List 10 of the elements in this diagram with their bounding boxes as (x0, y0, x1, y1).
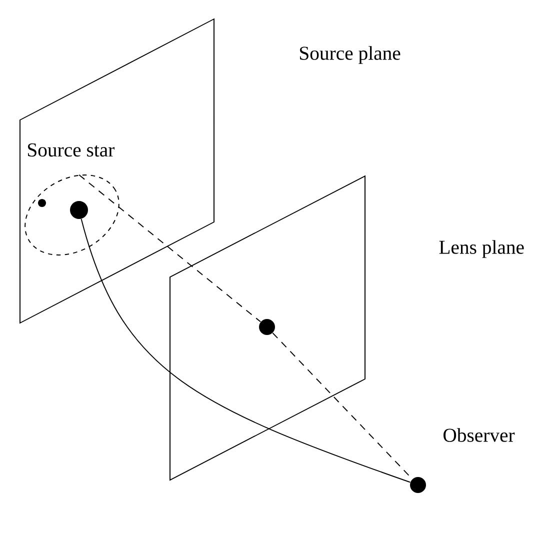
connector-line (80, 218, 411, 483)
dot (38, 199, 46, 207)
text-label: Observer (444, 428, 515, 442)
connector-line (78, 174, 262, 322)
node-label: Lens plane (439, 240, 524, 258)
text-label: Source star (28, 143, 115, 157)
dot (410, 477, 426, 493)
node-label: Source plane (300, 46, 400, 64)
dot (70, 201, 88, 219)
dot (259, 319, 275, 335)
